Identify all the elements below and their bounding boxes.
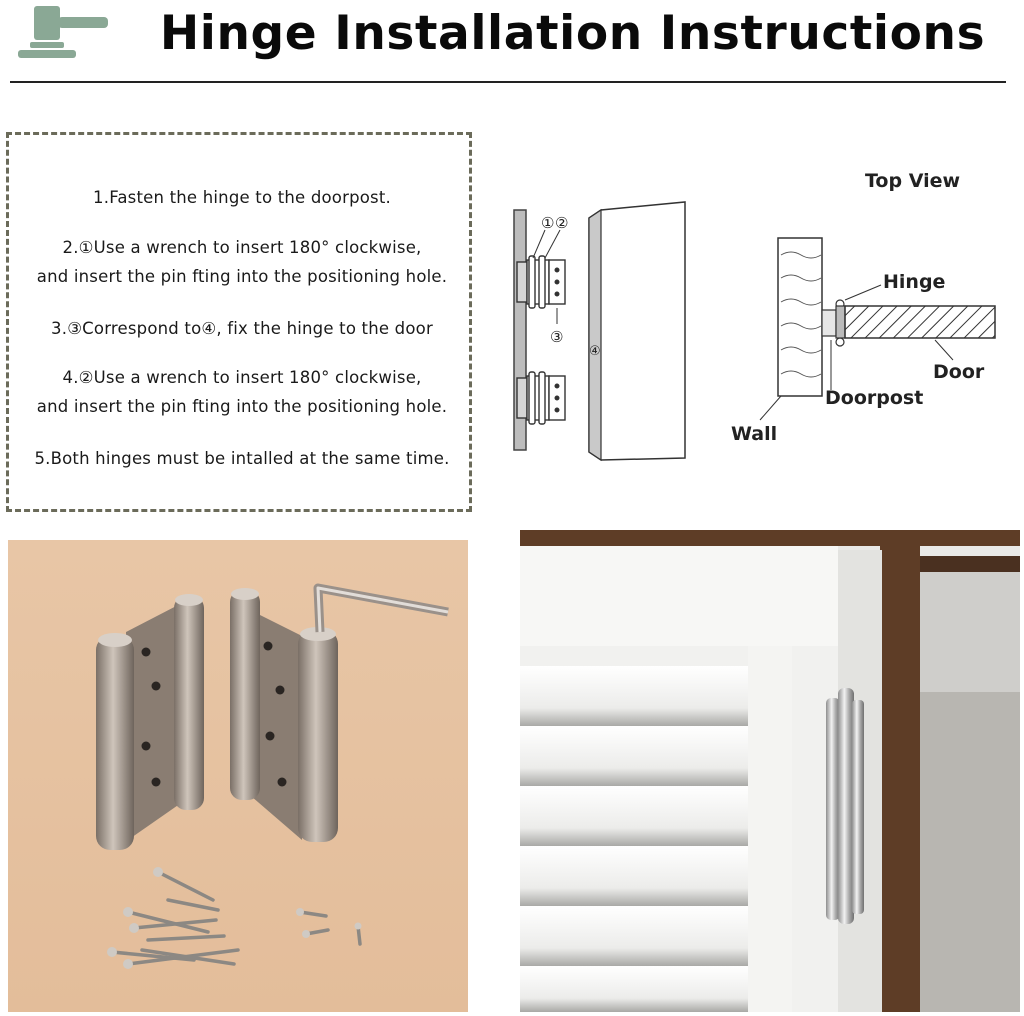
label-wall: Wall (731, 423, 777, 445)
upper-hinge (516, 255, 566, 309)
background-wall (920, 572, 1020, 1012)
label-doorpost: Doorpost (825, 387, 923, 409)
step-2-line-2: and insert the pin fting into the positi… (36, 267, 448, 286)
step-3-line-1: 3.③Correspond to④, fix the hinge to the … (51, 319, 433, 338)
title-divider (10, 81, 1006, 83)
installed-hinge-photo (520, 530, 1020, 1012)
step-2-line-1: 2.①Use a wrench to insert 180° clockwise… (62, 238, 422, 257)
label-door: Door (933, 361, 985, 383)
wood-frame (520, 530, 1020, 1012)
hinges-product-photo (8, 540, 468, 1012)
wall-block (777, 237, 823, 397)
step-3: 3.③Correspond to④, fix the hinge to the … (9, 314, 475, 343)
header: Hinge Installation Instructions (0, 0, 1024, 90)
step-4: 4.②Use a wrench to insert 180° clockwise… (9, 363, 475, 421)
step-4-line-1: 4.②Use a wrench to insert 180° clockwise… (62, 368, 422, 387)
label-hinge: Hinge (883, 271, 945, 293)
right-hinge (230, 588, 338, 842)
step-5-line-1: 5.Both hinges must be intalled at the sa… (34, 449, 450, 468)
door-panel (588, 201, 686, 462)
top-view-door (844, 305, 996, 339)
instruction-steps: 1.Fasten the hinge to the doorpost. 2.①U… (6, 132, 472, 512)
left-hinge (96, 594, 204, 850)
step-5: 5.Both hinges must be intalled at the sa… (9, 444, 475, 473)
step-1: 1.Fasten the hinge to the doorpost. (9, 183, 475, 212)
lower-hinge (516, 371, 566, 425)
gavel-icon (18, 6, 108, 58)
marker-3: ③ (550, 328, 563, 346)
page-title: Hinge Installation Instructions (159, 6, 986, 61)
step-1-line-1: 1.Fasten the hinge to the doorpost. (93, 188, 391, 207)
installed-hinge (826, 688, 864, 924)
louver-slats (520, 666, 748, 1012)
top-view-hinge (821, 299, 846, 347)
step-4-line-2: and insert the pin fting into the positi… (36, 397, 448, 416)
marker-1: ① (541, 214, 554, 232)
installation-diagram: ① ② ③ ④ Top View Hinge Door Doorpost Wal… (513, 170, 996, 462)
hex-wrench (313, 583, 449, 633)
step-2: 2.①Use a wrench to insert 180° clockwise… (9, 233, 475, 291)
top-view-title: Top View (865, 170, 960, 192)
marker-4: ④ (589, 344, 601, 359)
marker-2: ② (555, 214, 568, 232)
screws-pile (110, 870, 362, 966)
